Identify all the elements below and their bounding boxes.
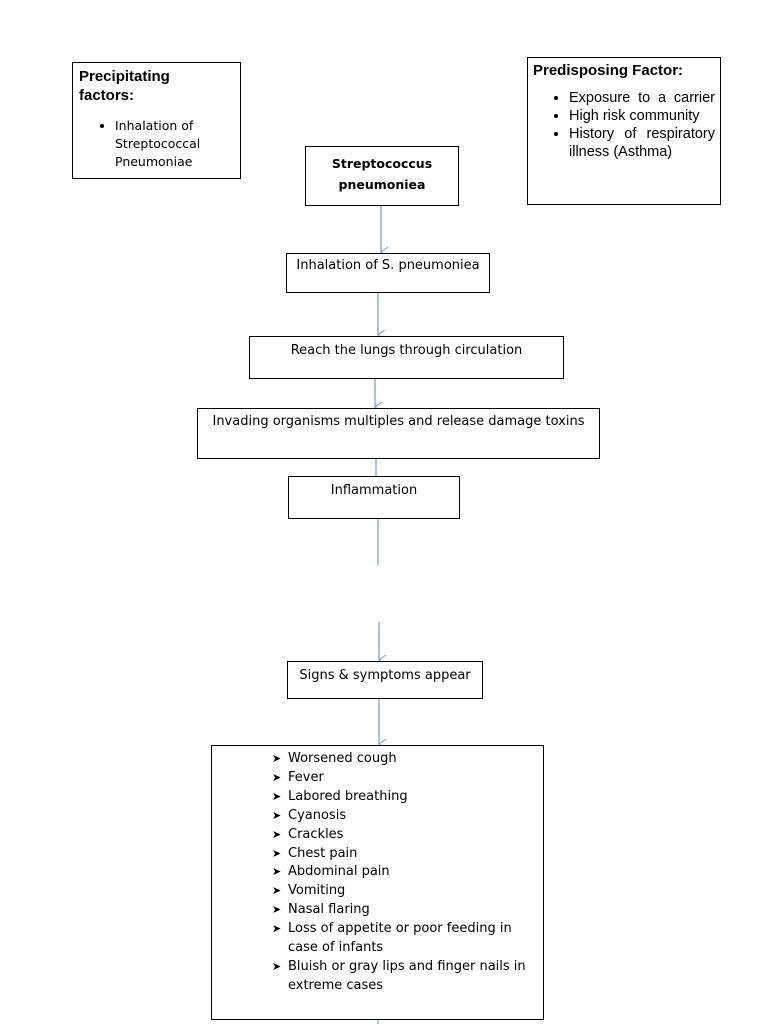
arrowhead-bullet-icon: ➤ [272,903,282,917]
symptom-item: ➤Crackles [272,826,543,845]
precipitating-factors-box: Precipitating factors: Inhalation of Str… [72,62,241,179]
predisposing-factor-item: High risk community [569,107,715,125]
symptom-item: ➤Cyanosis [272,807,543,826]
precipitating-factor-item: Inhalation of Streptococcal Pneumoniae [115,117,234,171]
symptom-item: ➤Nasal flaring [272,901,543,920]
inflammation-box: Inflammation [288,476,460,519]
arrowhead-bullet-icon: ➤ [272,770,282,784]
inhalation-box: Inhalation of S. pneumoniea [286,253,490,293]
organism-box: Streptococcus pneumoniea [305,146,459,206]
symptom-item: ➤Abdominal pain [272,863,543,882]
arrowhead-bullet-icon: ➤ [272,884,282,898]
predisposing-factor-item: History of respiratory illness (Asthma) [569,125,715,161]
symptom-item: ➤Loss of appetite or poor feeding in cas… [272,921,512,956]
arrowhead-bullet-icon: ➤ [272,959,282,973]
precipitating-factors-list: Inhalation of Streptococcal Pneumoniae [79,117,234,171]
predisposing-factor-list: Exposure to a carrier High risk communit… [533,89,715,161]
predisposing-factor-title: Predisposing Factor: [533,62,684,79]
signs-symptoms-box: Signs & symptoms appear [287,661,483,699]
invading-organisms-box: Invading organisms multiples and release… [197,408,600,459]
symptoms-list: ➤Worsened cough ➤Fever ➤Labored breathin… [212,750,543,996]
symptoms-list-box: ➤Worsened cough ➤Fever ➤Labored breathin… [211,745,544,1020]
inhalation-label: Inhalation of S. pneumoniea [296,258,480,273]
symptom-item: ➤Bluish or gray lips and finger nails in… [272,958,526,993]
arrowhead-bullet-icon: ➤ [272,752,282,765]
symptom-item: ➤Vomiting [272,882,543,901]
precipitating-factors-title: Precipitating factors: [79,68,170,104]
symptom-item: ➤Chest pain [272,845,543,864]
reach-lungs-box: Reach the lungs through circulation [249,336,564,379]
symptom-item: ➤Fever [272,769,543,788]
arrowhead-bullet-icon: ➤ [272,827,282,841]
signs-symptoms-label: Signs & symptoms appear [299,668,471,683]
inflammation-label: Inflammation [330,483,418,498]
arrowhead-bullet-icon: ➤ [272,922,282,936]
organism-name-line2: pneumoniea [338,177,426,192]
reach-lungs-label: Reach the lungs through circulation [290,343,523,358]
predisposing-factor-box: Predisposing Factor: Exposure to a carri… [527,57,721,205]
symptom-item: ➤Worsened cough [272,750,543,769]
organism-name-line1: Streptococcus [331,156,433,171]
predisposing-factor-item: Exposure to a carrier [569,89,715,107]
arrowhead-bullet-icon: ➤ [272,865,282,879]
arrowhead-bullet-icon: ➤ [272,808,282,822]
invading-organisms-label: Invading organisms multiples and release… [212,414,585,429]
arrowhead-bullet-icon: ➤ [272,846,282,860]
symptom-item: ➤Labored breathing [272,788,543,807]
arrowhead-bullet-icon: ➤ [272,789,282,803]
